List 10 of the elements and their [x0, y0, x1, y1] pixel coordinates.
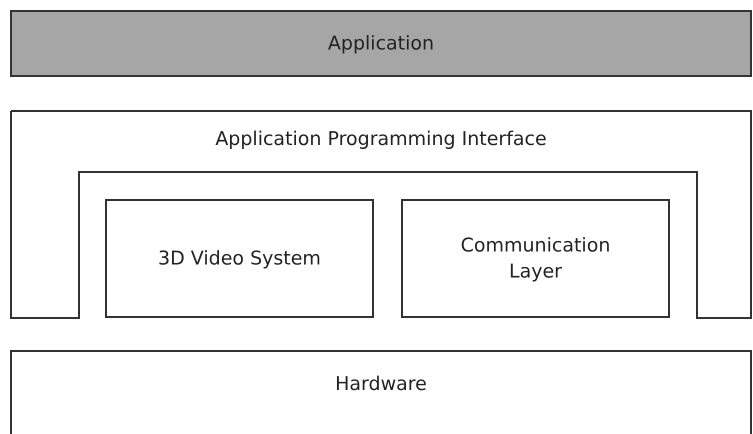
module-box — [105, 199, 374, 318]
layer-label: 3D Video System — [157, 246, 322, 272]
layer-label: Application — [326, 31, 436, 56]
layer-bar — [10, 10, 752, 77]
layer-label: Communication Layer — [460, 232, 612, 284]
layer-box — [10, 350, 752, 434]
api-frame — [10, 110, 752, 318]
module-box — [401, 199, 670, 318]
layer-label: Application Programming Interface — [214, 128, 548, 150]
layer-label: Hardware — [334, 373, 428, 395]
